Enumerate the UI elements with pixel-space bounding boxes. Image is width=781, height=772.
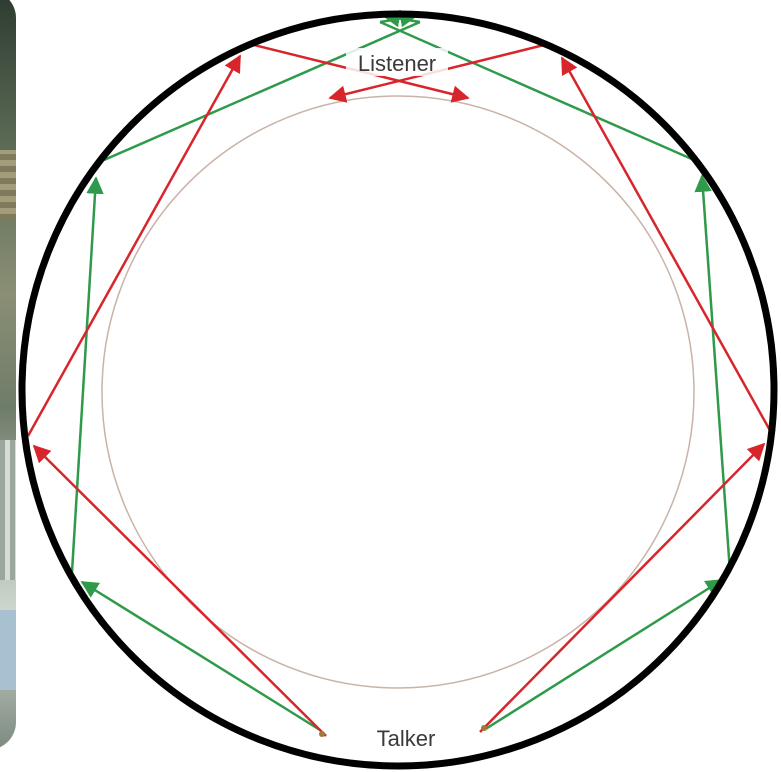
listener-label: Listener <box>358 51 436 76</box>
green-ray-segment <box>72 178 96 572</box>
red-ray-segment <box>28 56 240 436</box>
green-ray-path-right <box>380 16 730 730</box>
outer-wall-circle <box>22 14 774 766</box>
green-ray-path-left <box>72 16 420 730</box>
red-ray-segment <box>562 58 772 434</box>
red-ray-path-right <box>330 44 772 732</box>
talker-source-right <box>481 725 487 731</box>
red-ray-path-left <box>28 44 468 736</box>
talker-label: Talker <box>377 726 436 751</box>
green-ray-segment <box>702 176 730 572</box>
caustic-circle <box>102 96 694 688</box>
talker-source-left <box>319 731 325 737</box>
